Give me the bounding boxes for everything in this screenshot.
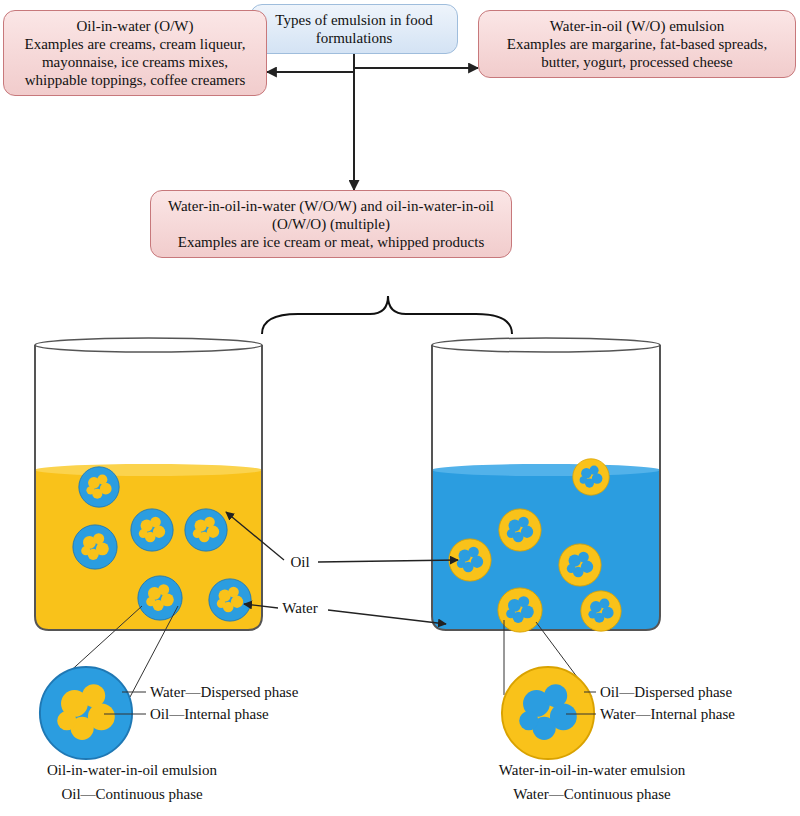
leader-arrows xyxy=(226,512,458,624)
callout-label: Oil—Dispersed phase xyxy=(600,683,732,701)
curly-brace xyxy=(262,296,512,334)
connector-arrow xyxy=(353,54,355,190)
connector-arrow xyxy=(267,54,354,72)
box-body: Examples are ice cream or meat, whipped … xyxy=(159,233,503,251)
callout-label: Oil—Internal phase xyxy=(150,705,269,723)
connector-arrow xyxy=(354,54,478,68)
category-box: Oil-in-water (O/W)Examples are creams, c… xyxy=(3,10,267,96)
box-heading: Water-in-oil-in-water (W/O/W) and oil-in… xyxy=(159,197,503,233)
zoom-left xyxy=(40,606,178,759)
phase-label: Water xyxy=(280,599,319,617)
caption-label: Oil-in-water-in-oil emulsion xyxy=(47,761,217,779)
box-heading: Water-in-oil (W/O) emulsion xyxy=(487,17,787,35)
phase-label: Oil xyxy=(288,553,311,571)
box-body: Examples are creams, cream liqueur, mayo… xyxy=(12,35,258,89)
caption-label: Oil—Continuous phase xyxy=(61,785,202,803)
caption-label: Water—Continuous phase xyxy=(513,785,671,803)
box-heading: Oil-in-water (O/W) xyxy=(12,17,258,35)
beaker-left xyxy=(35,338,262,630)
box-heading: Types of emulsion in food formulations xyxy=(259,11,449,47)
category-box: Water-in-oil-in-water (W/O/W) and oil-in… xyxy=(150,190,512,258)
box-body: Examples are margarine, fat-based spread… xyxy=(487,35,787,71)
beaker-right xyxy=(432,338,660,632)
category-box: Water-in-oil (W/O) emulsionExamples are … xyxy=(478,10,796,78)
caption-label: Water-in-oil-in-water emulsion xyxy=(499,761,685,779)
callout-label: Water—Dispersed phase xyxy=(150,683,298,701)
title-box: Types of emulsion in food formulations xyxy=(250,4,458,54)
zoom-right xyxy=(502,620,596,759)
callout-label: Water—Internal phase xyxy=(600,705,735,723)
